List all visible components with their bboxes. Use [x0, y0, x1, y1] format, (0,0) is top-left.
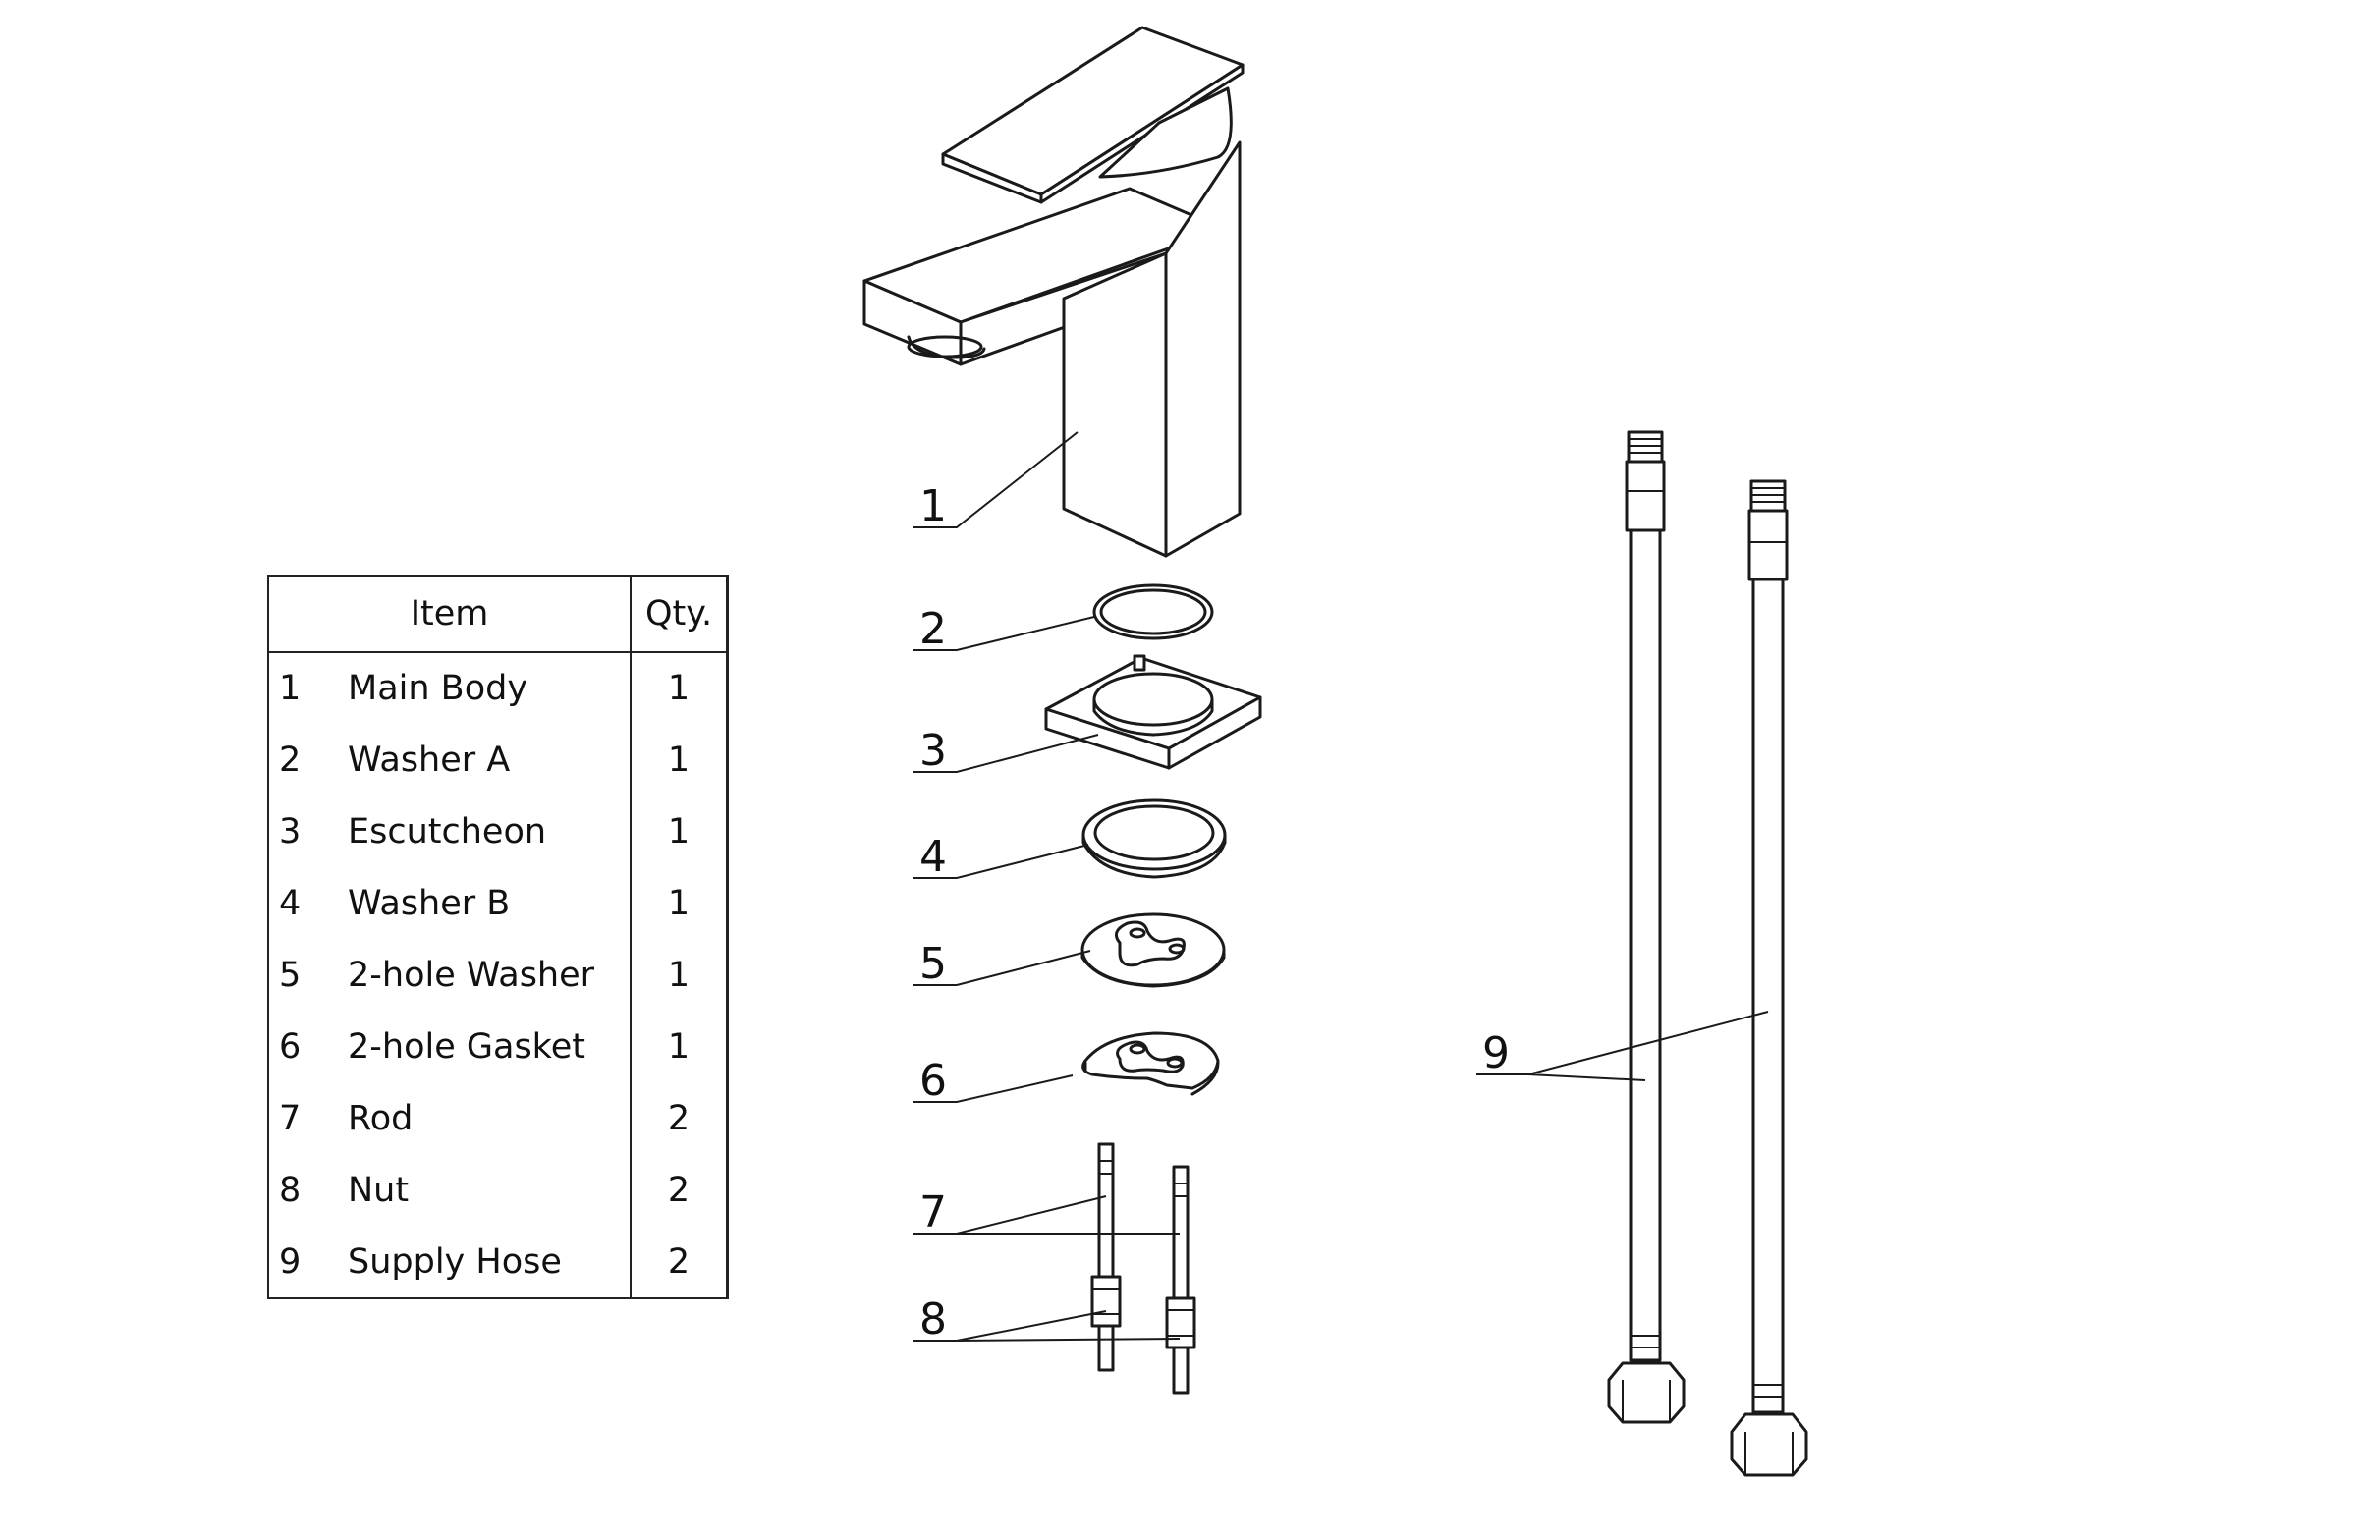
item-number: 6 — [279, 1026, 302, 1067]
item-cell: 1 Main Body — [266, 652, 633, 725]
callout-1: 1 — [919, 481, 947, 531]
item-cell: 2 Washer A — [266, 724, 633, 797]
two-hole-washer-drawing — [1080, 912, 1226, 988]
item-cell: 9 Supply Hose — [266, 1226, 633, 1300]
nut-right-drawing — [1165, 1296, 1196, 1349]
table-row: 8 Nut 2 — [266, 1154, 730, 1227]
item-cell: 8 Nut — [266, 1154, 633, 1227]
table-row: 1 Main Body 1 — [266, 652, 730, 725]
item-number: 2 — [279, 741, 302, 781]
qty-cell: 2 — [631, 1082, 730, 1155]
main-body-drawing — [862, 26, 1245, 558]
item-name: 2-hole Gasket — [348, 1026, 585, 1067]
rod-left-drawing — [1097, 1142, 1115, 1372]
item-name: 2-hole Washer — [348, 956, 595, 995]
parts-list-table: Item Qty. 1 Main Body 1 2 Washer A 1 3 Escu… — [266, 575, 730, 1300]
callout-5: 5 — [919, 939, 947, 989]
qty-cell: 2 — [631, 1226, 730, 1300]
item-cell: 5 2-hole Washer — [266, 939, 633, 1012]
item-name: Escutcheon — [348, 812, 547, 852]
item-name: Supply Hose — [348, 1241, 562, 1282]
callout-2: 2 — [919, 604, 947, 654]
item-name: Rod — [348, 1098, 414, 1138]
rod-right-drawing — [1172, 1165, 1190, 1395]
table-row: 9 Supply Hose 2 — [266, 1226, 730, 1300]
item-number: 9 — [279, 1241, 302, 1282]
callout-4: 4 — [919, 832, 947, 882]
nut-left-drawing — [1090, 1275, 1122, 1328]
washer-a-drawing — [1092, 583, 1214, 640]
item-name: Main Body — [348, 669, 528, 709]
qty-cell: 1 — [631, 939, 730, 1012]
item-name: Washer A — [348, 741, 511, 781]
washer-b-drawing — [1081, 798, 1227, 879]
table-row: 7 Rod 2 — [266, 1082, 730, 1155]
table-header-row: Item Qty. — [266, 575, 730, 653]
callout-7: 7 — [919, 1187, 947, 1238]
item-cell: 4 Washer B — [266, 867, 633, 940]
table-row: 6 2-hole Gasket 1 — [266, 1011, 730, 1083]
table-row: 2 Washer A 1 — [266, 724, 730, 797]
table-row: 3 Escutcheon 1 — [266, 796, 730, 868]
item-number: 5 — [279, 956, 302, 995]
supply-hose-right-drawing — [1730, 479, 1808, 1477]
item-number: 3 — [279, 812, 302, 852]
item-cell: 3 Escutcheon — [266, 796, 633, 868]
callout-8: 8 — [919, 1294, 947, 1345]
qty-cell: 2 — [631, 1154, 730, 1227]
item-number: 1 — [279, 669, 302, 709]
callout-3: 3 — [919, 726, 947, 776]
qty-cell: 1 — [631, 652, 730, 725]
leader-lines — [913, 431, 1769, 1342]
item-cell: 7 Rod — [266, 1082, 633, 1155]
escutcheon-drawing — [1044, 654, 1262, 770]
qty-cell: 1 — [631, 724, 730, 797]
qty-cell: 1 — [631, 1011, 730, 1083]
item-name: Washer B — [348, 884, 511, 924]
table-row: 4 Washer B 1 — [266, 867, 730, 940]
qty-cell: 1 — [631, 867, 730, 940]
item-number: 7 — [279, 1098, 302, 1138]
item-number: 4 — [279, 884, 302, 924]
item-number: 8 — [279, 1170, 302, 1210]
two-hole-gasket-drawing — [1081, 1031, 1220, 1096]
table-row: 5 2-hole Washer 1 — [266, 939, 730, 1012]
item-name: Nut — [348, 1170, 410, 1210]
callout-9: 9 — [1482, 1028, 1510, 1078]
callout-6: 6 — [919, 1056, 947, 1106]
qty-cell: 1 — [631, 796, 730, 868]
column-header-item: Item — [266, 575, 633, 653]
column-header-qty: Qty. — [631, 575, 730, 653]
supply-hose-left-drawing — [1607, 430, 1686, 1424]
item-cell: 6 2-hole Gasket — [266, 1011, 633, 1083]
